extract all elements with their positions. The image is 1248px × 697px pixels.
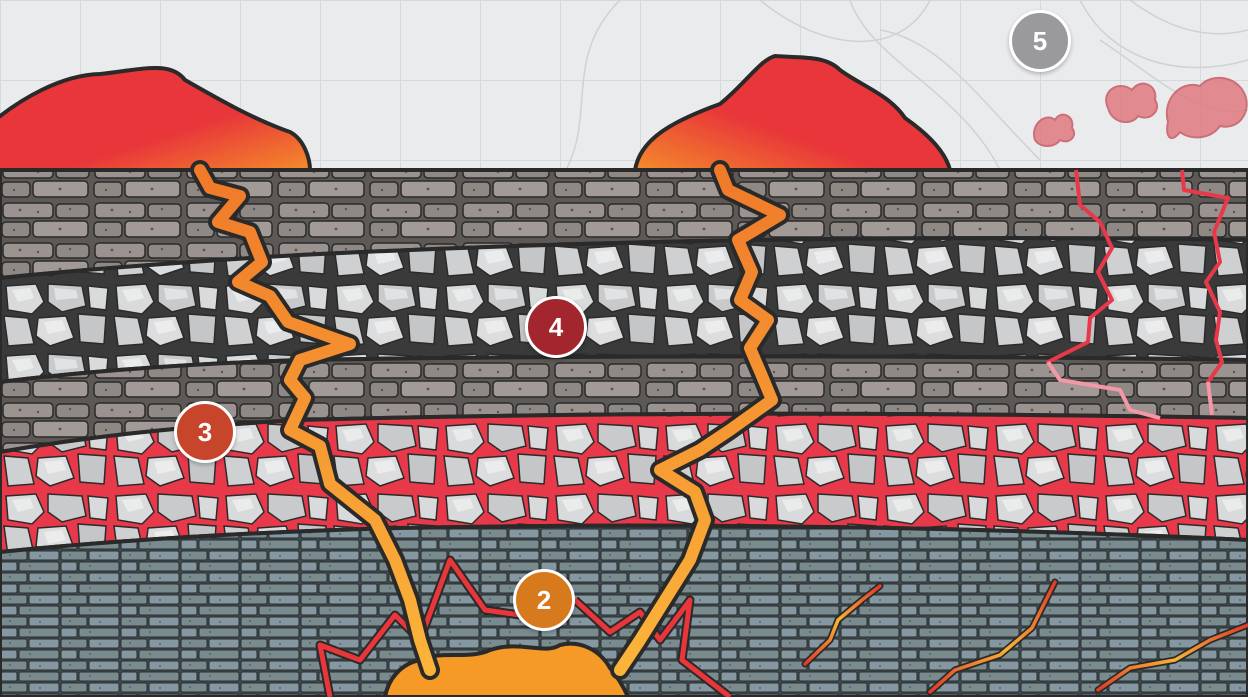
marker-4-label: 4 [549,312,563,343]
marker-5[interactable]: 5 [1009,10,1071,72]
marker-5-label: 5 [1033,26,1047,57]
marker-2-label: 2 [537,585,551,616]
marker-2[interactable]: 2 [513,569,575,631]
marker-3-label: 3 [198,417,212,448]
marker-4[interactable]: 4 [525,296,587,358]
marker-3[interactable]: 3 [174,401,236,463]
